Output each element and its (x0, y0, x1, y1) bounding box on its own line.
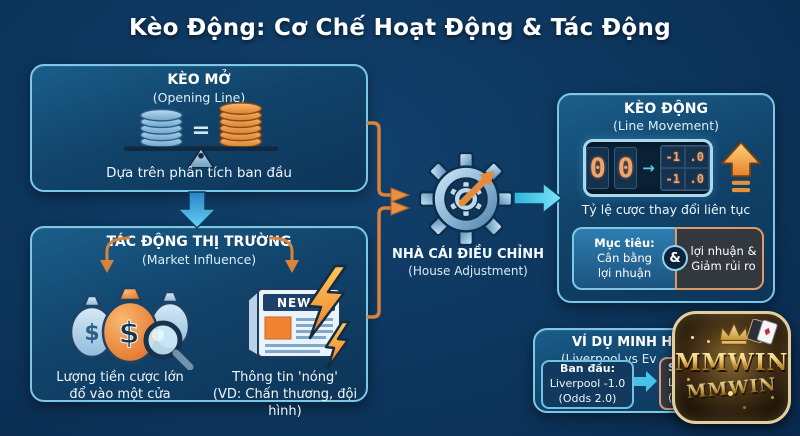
balance-scale-icon: = (123, 102, 279, 168)
line-movement-caption: Tỷ lệ cược thay đổi liên tục (581, 202, 751, 217)
goal-left: Mục tiêu: Cân bằng lợi nhuận (572, 227, 675, 290)
magnifier-icon (143, 320, 194, 370)
line-movement-panel: KÈO ĐỘNG (Line Movement) 0 0 → -1 .0 -1 … (557, 93, 775, 303)
opening-line-title: KÈO MỞ (167, 72, 231, 88)
coin-stack-orange-icon (219, 102, 263, 148)
playing-cards-icon (746, 319, 778, 345)
brand-text-reflection: MMWIN (675, 373, 788, 404)
opening-line-subtitle: (Opening Line) (152, 90, 246, 105)
odds-values: -1 .0 -1 .0 (659, 145, 710, 191)
trend-arrow-icon (458, 170, 495, 207)
odds-digit: 0 (586, 147, 610, 189)
equals-sign: = (192, 117, 211, 143)
line-movement-title: KÈO ĐỘNG (623, 101, 709, 117)
flow-line-market-to-gear (367, 206, 391, 319)
display-arrow-icon: → (642, 159, 655, 177)
ampersand-badge: & (662, 245, 688, 271)
cyan-arrow-icon (513, 181, 564, 215)
opening-line-panel: KÈO MỞ (Opening Line) = Dựa trên (30, 64, 368, 192)
coin-stack-blue-icon (139, 108, 183, 148)
money-caption: Lượng tiền cược lớn đổ vào một cửa (56, 370, 184, 402)
lightning-icon (306, 264, 348, 340)
line-movement-subtitle: (Line Movement) (613, 118, 719, 133)
goal-right: lợi nhuận & Giảm rủi ro (675, 227, 764, 290)
market-influence-title: TÁC ĐỘNG THỊ TRƯỜNG (106, 234, 292, 250)
brand-text: MMWIN (675, 349, 789, 376)
flow-line-opening-to-gear (367, 121, 391, 197)
page-title: Kèo Động: Cơ Chế Hoạt Động & Tác Động (129, 15, 671, 41)
example-initial-box: Ban đầu: Liverpool -1.0 (Odds 2.0) (541, 360, 634, 409)
mmwin-logo: MMWIN MMWIN (672, 311, 791, 424)
down-arrow-icon (176, 191, 218, 230)
newspaper-icon: NEWS (247, 264, 351, 370)
money-bags-icon: $ $ (69, 286, 194, 370)
market-influence-subtitle: (Market Influence) (141, 252, 257, 267)
example-title: VÍ DỤ MINH H (572, 335, 673, 350)
news-caption: Thông tin 'nóng' (VD: Chấn thương, đội h… (212, 370, 358, 419)
lightning-icon-small (324, 320, 351, 370)
house-adjustment-subtitle: (House Adjustment) (408, 264, 528, 278)
gear-icon (418, 151, 514, 247)
opening-line-caption: Dựa trên phân tích ban đầu (106, 165, 292, 182)
odds-display: 0 0 → -1 .0 -1 .0 (583, 139, 713, 197)
market-influence-panel: TÁC ĐỘNG THỊ TRƯỜNG (Market Influence) $… (30, 226, 368, 419)
goal-split-box: Mục tiêu: Cân bằng lợi nhuận lợi nhuận &… (572, 227, 764, 290)
dollar-sign-small: $ (84, 321, 99, 346)
dollar-sign-large: $ (119, 316, 140, 351)
house-adjustment-title: NHÀ CÁI ĐIỀU CHỈNH (391, 247, 545, 262)
odds-digit: 0 (614, 147, 638, 189)
sparkles (691, 336, 694, 339)
up-arrow-icon (721, 141, 761, 193)
